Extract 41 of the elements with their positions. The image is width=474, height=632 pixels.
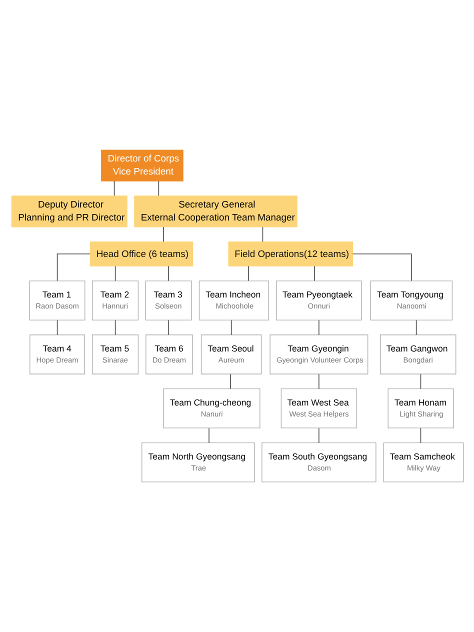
connector [262, 226, 263, 242]
connector [352, 254, 412, 282]
connector [168, 320, 169, 336]
node-box: Team 6 Do Dream [145, 334, 192, 374]
node-box: Team 1 Raon Dasom [28, 280, 85, 320]
node-box: Team 2 Hannuri [91, 280, 138, 320]
node-box: Team West Sea West Sea Helpers [280, 388, 357, 428]
node-box: Secretary General External Cooperation Team Manager [134, 196, 297, 228]
node-box: Deputy Director Planning and PR Director [10, 196, 127, 228]
node-box: Team Gangwon Bongdari [380, 334, 456, 374]
connector [420, 428, 421, 444]
node-box: Team South Gyeongsang Dasom [261, 442, 376, 482]
connector [158, 180, 159, 196]
connector [415, 320, 416, 336]
node-box: Head Office (6 teams) [89, 241, 193, 266]
node-box: Team Chung-cheong Nanuri [162, 388, 260, 428]
node-box: Team Pyeongtaek Onnuri [276, 280, 362, 320]
node-box: Team Gyeongin Gyeongin Volunteer Corps [269, 334, 368, 374]
connector [318, 428, 319, 444]
node-box: Team Tongyoung Nanoomi [370, 280, 452, 320]
connector [113, 180, 114, 196]
connector [230, 320, 232, 336]
node-box: Team Seoul Aureum [200, 334, 262, 374]
connector [162, 226, 164, 242]
node-box: Director of Corps Vice President [100, 150, 183, 182]
connector [114, 266, 116, 282]
node-box: Team North Gyeongsang Trae [141, 442, 254, 482]
node-box: Team Samcheok Milky Way [382, 442, 464, 482]
node-box: Team 5 Sinarae [91, 334, 138, 374]
node-box: Team Incheon Michoohole [198, 280, 269, 320]
node-box: Team Honam Light Sharing [387, 388, 454, 428]
connector [420, 374, 421, 390]
node-box: Team 4 Hope Dream [29, 334, 84, 374]
connector [318, 320, 319, 336]
connector [318, 374, 319, 390]
node-box: Field Operations(12 teams) [228, 241, 353, 266]
connector [114, 320, 116, 336]
connector [56, 254, 90, 282]
node-box: Team 3 Solseon [144, 280, 192, 320]
connector [208, 428, 209, 444]
connector [56, 320, 58, 336]
